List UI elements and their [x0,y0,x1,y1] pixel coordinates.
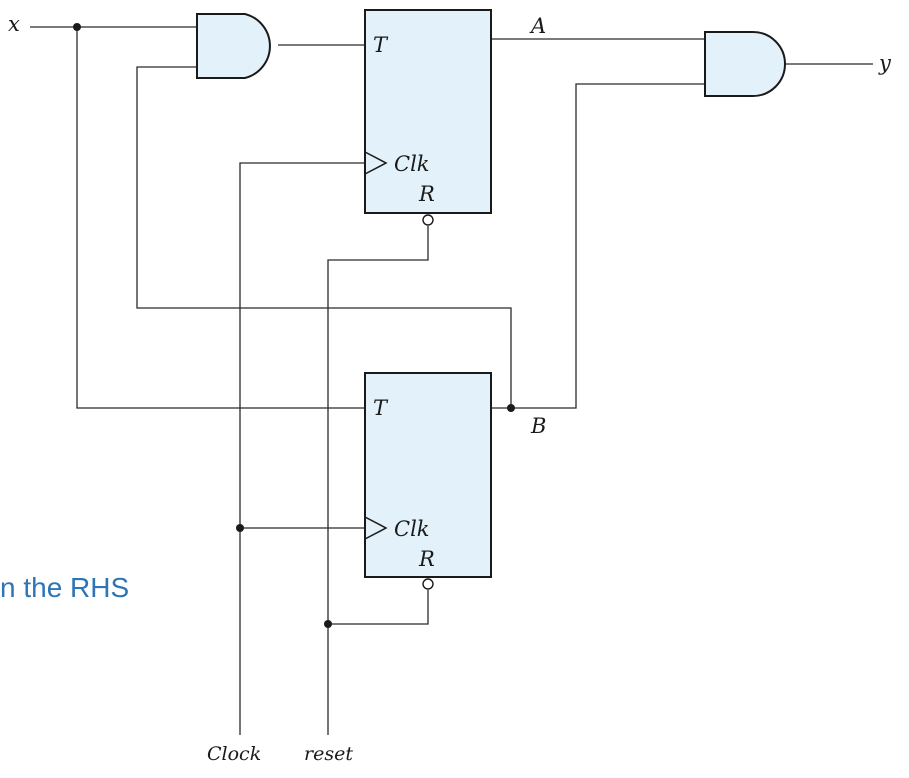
clock-triangle-b [364,516,388,540]
label-b: B [530,414,546,438]
t-flip-flop-a [364,9,492,214]
wire-x-to-ffb-t [76,27,365,409]
ffb-t-label: T [373,396,389,420]
reset-bubble-a [422,214,434,226]
ffb-clk-label: Clk [394,517,430,541]
and-gate-1 [196,13,271,79]
wires [30,26,873,735]
label-y: y [878,51,892,75]
label-clock: Clock [207,743,261,765]
ffa-r-label: R [418,182,435,206]
label-x: x [8,12,20,36]
label-reset: reset [304,743,353,765]
junction-b [507,404,515,412]
ffa-t-label: T [373,33,389,57]
ffa-clk-label: Clk [394,152,430,176]
junction-x [73,23,81,31]
wire-b-feedback-and1 [136,66,512,408]
and-gate-2 [704,31,786,97]
clock-triangle-a [364,151,388,175]
junction-reset [324,620,332,628]
wire-reset [327,226,429,735]
junction-clock [236,524,244,532]
label-a: A [529,14,546,38]
t-flip-flop-b [364,372,492,578]
slide-text-fragment: n the RHS [0,572,130,603]
wire-reset-ffb [328,590,429,625]
reset-bubble-b [422,578,434,590]
wire-b-output [491,83,705,409]
ffb-r-label: R [418,547,435,571]
wire-clock [239,162,365,735]
